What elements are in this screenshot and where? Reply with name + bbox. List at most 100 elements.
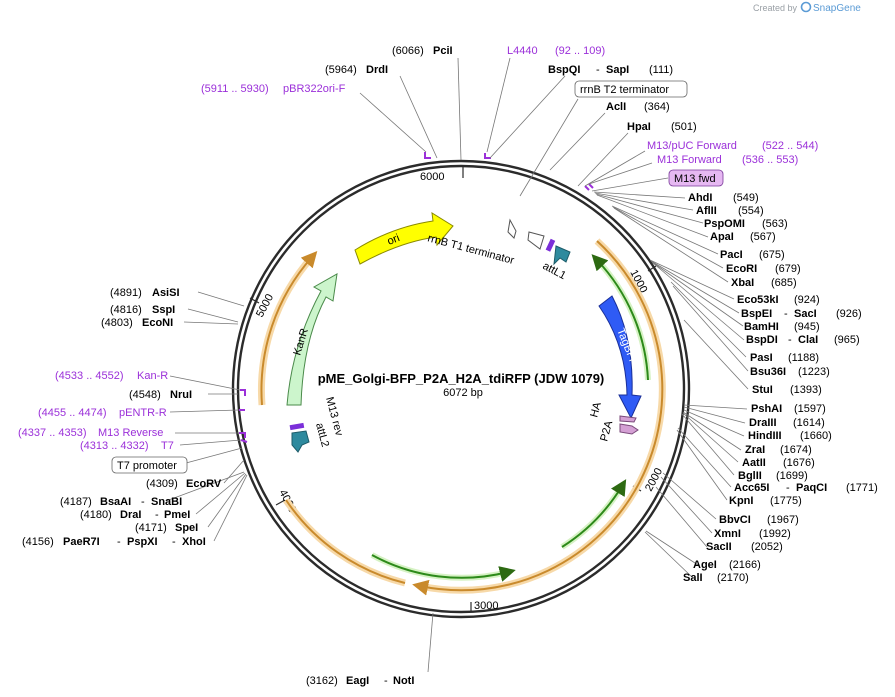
site-agei[interactable]: AgeI(2166) bbox=[693, 559, 761, 571]
tick-6000: 6000 bbox=[420, 171, 444, 183]
drdi-pos: (5964) bbox=[325, 64, 357, 76]
primer-m13-puc-forward[interactable]: M13/pUC Forward(522 .. 544) bbox=[647, 140, 818, 152]
site-bamhi[interactable]: BamHI(945) bbox=[744, 321, 820, 333]
ahdi-name: AhdI bbox=[688, 192, 712, 204]
plasmid-name: pME_Golgi-BFP_P2A_H2A_tdiRFP (JDW 1079) bbox=[318, 371, 605, 386]
snapgene-credit[interactable]: Created by SnapGene bbox=[753, 1, 861, 15]
primer-m13-reverse[interactable]: (4337 .. 4353)M13 Reverse bbox=[18, 427, 163, 439]
sali-pos: (2170) bbox=[717, 572, 749, 584]
primer-t7[interactable]: (4313 .. 4332)T7 bbox=[80, 440, 174, 452]
box-rrnb-t2[interactable]: rrnB T2 terminator bbox=[574, 80, 688, 98]
site-pasi[interactable]: PasI(1188) bbox=[750, 352, 819, 364]
feature-kanr[interactable]: KanR bbox=[286, 273, 338, 406]
credit-text: Created by bbox=[753, 3, 798, 13]
box-m13-fwd[interactable]: M13 fwd bbox=[668, 169, 724, 187]
brand-text: SnapGene bbox=[813, 3, 861, 14]
site-hpai[interactable]: HpaI (501) bbox=[627, 121, 697, 133]
bglii-name: BglII bbox=[738, 470, 762, 482]
feature-ha-p2a[interactable]: HA P2A bbox=[588, 400, 639, 443]
primer-m13-forward[interactable]: M13 Forward(536 .. 553) bbox=[657, 154, 798, 166]
pcii-name: PciI bbox=[433, 45, 453, 57]
site-draiii[interactable]: DraIII(1614) bbox=[749, 417, 825, 429]
sspi-name: SspI bbox=[152, 304, 175, 316]
site-acli[interactable]: AclI (364) bbox=[606, 101, 670, 113]
site-bspqi[interactable]: BspQI - SapI (111) bbox=[548, 64, 673, 76]
ori-label: ori bbox=[386, 232, 402, 248]
primer-pbr322ori-f[interactable]: (5911 .. 5930)pBR322ori-F bbox=[201, 83, 346, 95]
site-bspdi[interactable]: BspDI-ClaI(965) bbox=[746, 334, 860, 346]
green-orf-arcs bbox=[370, 254, 651, 582]
draiii-pos: (1614) bbox=[793, 417, 825, 429]
noti-name: NotI bbox=[393, 675, 414, 687]
site-acc65i[interactable]: Acc65I-PaqCI(1771) bbox=[734, 482, 878, 494]
box-t7-promoter[interactable]: T7 promoter bbox=[111, 456, 188, 474]
site-xmni[interactable]: XmnI (1992) bbox=[714, 528, 791, 540]
site-aflii[interactable]: AflII(554) bbox=[696, 205, 764, 217]
site-zrai[interactable]: ZraI(1674) bbox=[745, 444, 812, 456]
site-spei[interactable]: (4171)SpeI bbox=[135, 522, 198, 534]
stui-name: StuI bbox=[752, 384, 773, 396]
site-bbvci[interactable]: BbvCI(1967) bbox=[719, 514, 799, 526]
xmni-name: XmnI bbox=[714, 528, 741, 540]
paci-pos: (675) bbox=[759, 249, 785, 261]
site-econi[interactable]: (4803)EcoNI bbox=[101, 317, 173, 329]
site-bsaai[interactable]: (4187)BsaAI-SnaBI bbox=[60, 496, 182, 508]
site-aatii[interactable]: AatII(1676) bbox=[742, 457, 815, 469]
leader-lines bbox=[165, 57, 749, 673]
spei-pos: (4171) bbox=[135, 522, 167, 534]
site-ecorv[interactable]: (4309)EcoRV bbox=[146, 478, 222, 490]
site-bspei[interactable]: BspEI-SacI(926) bbox=[741, 308, 862, 320]
svg-text:-: - bbox=[596, 64, 600, 76]
site-kpni[interactable]: KpnI(1775) bbox=[729, 495, 802, 507]
p2a-label: P2A bbox=[598, 419, 615, 443]
m13rev-range: (4337 .. 4353) bbox=[18, 427, 87, 439]
pcii-pos: (6066) bbox=[392, 45, 424, 57]
svg-text:-: - bbox=[788, 334, 792, 346]
site-ecori[interactable]: EcoRI(679) bbox=[726, 263, 801, 275]
site-paci[interactable]: PacI(675) bbox=[720, 249, 785, 261]
site-hindiii[interactable]: HindIII(1660) bbox=[748, 430, 832, 442]
site-pshai[interactable]: PshAI(1597) bbox=[751, 403, 826, 415]
feature-ori[interactable]: ori bbox=[354, 212, 454, 265]
site-paer7i[interactable]: (4156)PaeR7I-PspXI-XhoI bbox=[22, 536, 206, 548]
primer-pentr-r[interactable]: (4455 .. 4474)pENTR-R bbox=[38, 407, 167, 419]
site-stui[interactable]: StuI(1393) bbox=[752, 384, 822, 396]
xmni-pos: (1992) bbox=[759, 528, 791, 540]
site-asisi[interactable]: (4891)AsiSI bbox=[110, 287, 180, 299]
pspomi-pos: (563) bbox=[762, 218, 788, 230]
site-bsu36i[interactable]: Bsu36I(1223) bbox=[750, 366, 830, 378]
kpni-name: KpnI bbox=[729, 495, 753, 507]
site-bglii[interactable]: BglII(1699) bbox=[738, 470, 808, 482]
site-pspomi[interactable]: PspOMI(563) bbox=[704, 218, 788, 230]
svg-text:-: - bbox=[141, 496, 145, 508]
svg-text:-: - bbox=[384, 675, 388, 687]
site-sspi[interactable]: (4816)SspI bbox=[110, 304, 175, 316]
pbr322-range: (5911 .. 5930) bbox=[201, 83, 269, 95]
site-xbai[interactable]: XbaI(685) bbox=[731, 277, 797, 289]
site-apai[interactable]: ApaI(567) bbox=[710, 231, 776, 243]
bspei-pos: (926) bbox=[836, 308, 862, 320]
site-eco53ki[interactable]: Eco53kI(924) bbox=[737, 294, 820, 306]
ecori-name: EcoRI bbox=[726, 263, 757, 275]
site-drdi[interactable]: (5964) DrdI bbox=[325, 64, 388, 76]
site-nrui[interactable]: (4548)NruI bbox=[129, 389, 192, 401]
site-eagi[interactable]: (3162) EagI - NotI bbox=[306, 675, 414, 687]
primer-l4440[interactable]: L4440(92 .. 109) bbox=[507, 45, 605, 57]
site-sali[interactable]: SalI(2170) bbox=[683, 572, 749, 584]
site-ahdi[interactable]: AhdI(549) bbox=[688, 192, 759, 204]
nrui-pos: (4548) bbox=[129, 389, 161, 401]
site-sacii[interactable]: SacII(2052) bbox=[706, 541, 783, 553]
bamhi-pos: (945) bbox=[794, 321, 820, 333]
m13fwd-box-label: M13 fwd bbox=[674, 173, 716, 185]
feature-attl1[interactable]: attL1 bbox=[541, 238, 571, 282]
apai-pos: (567) bbox=[750, 231, 776, 243]
site-drai[interactable]: (4180)DraI-PmeI bbox=[80, 509, 190, 521]
kanr-primer-range: (4533 .. 4552) bbox=[55, 370, 124, 382]
primer-marks bbox=[239, 152, 594, 443]
site-pcii[interactable]: (6066) PciI bbox=[392, 45, 453, 57]
drai-pos: (4180) bbox=[80, 509, 112, 521]
hindiii-pos: (1660) bbox=[800, 430, 832, 442]
tagbfp-label: TagBFP bbox=[614, 327, 640, 368]
primer-kan-r[interactable]: (4533 .. 4552)Kan-R bbox=[55, 370, 168, 382]
